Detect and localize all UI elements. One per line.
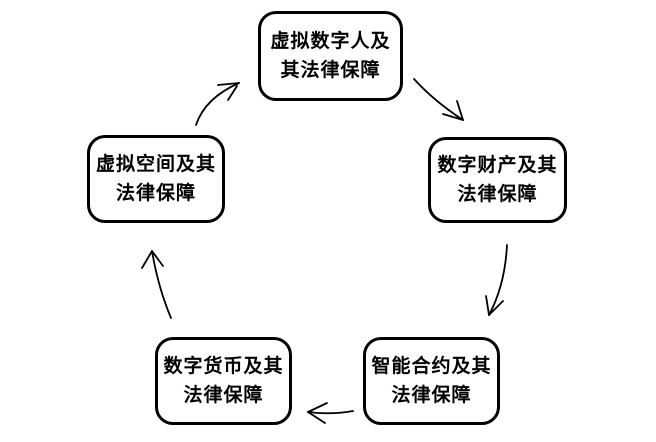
arrow-right-to-bottom-right-icon (485, 244, 508, 316)
arrow-top-to-right-icon (413, 78, 464, 121)
node-label-line: 法律保障 (115, 183, 196, 204)
node-digital-property: 数字财产及其 法律保障 (428, 137, 567, 223)
node-label-line: 其法律保障 (280, 60, 381, 81)
arrow-bottom-right-to-bottom-left-icon (307, 402, 354, 424)
node-virtual-space: 虚拟空间及其 法律保障 (87, 135, 225, 223)
node-label-line: 法律保障 (183, 385, 264, 406)
arrow-bottom-left-to-left-icon (141, 250, 172, 319)
node-digital-currency: 数字货币及其 法律保障 (155, 337, 292, 425)
node-label-line: 智能合约及其 (371, 356, 492, 377)
node-label-line: 虚拟空间及其 (95, 154, 216, 175)
node-virtual-digital-human: 虚拟数字人及 其法律保障 (258, 11, 403, 101)
node-label-line: 数字财产及其 (437, 155, 558, 176)
node-label-line: 虚拟数字人及 (270, 31, 391, 52)
node-label-line: 法律保障 (457, 184, 538, 205)
node-smart-contract: 智能合约及其 法律保障 (363, 337, 500, 425)
arrow-left-to-top-icon (195, 82, 240, 126)
node-label-line: 法律保障 (391, 385, 472, 406)
node-label-line: 数字货币及其 (163, 356, 284, 377)
